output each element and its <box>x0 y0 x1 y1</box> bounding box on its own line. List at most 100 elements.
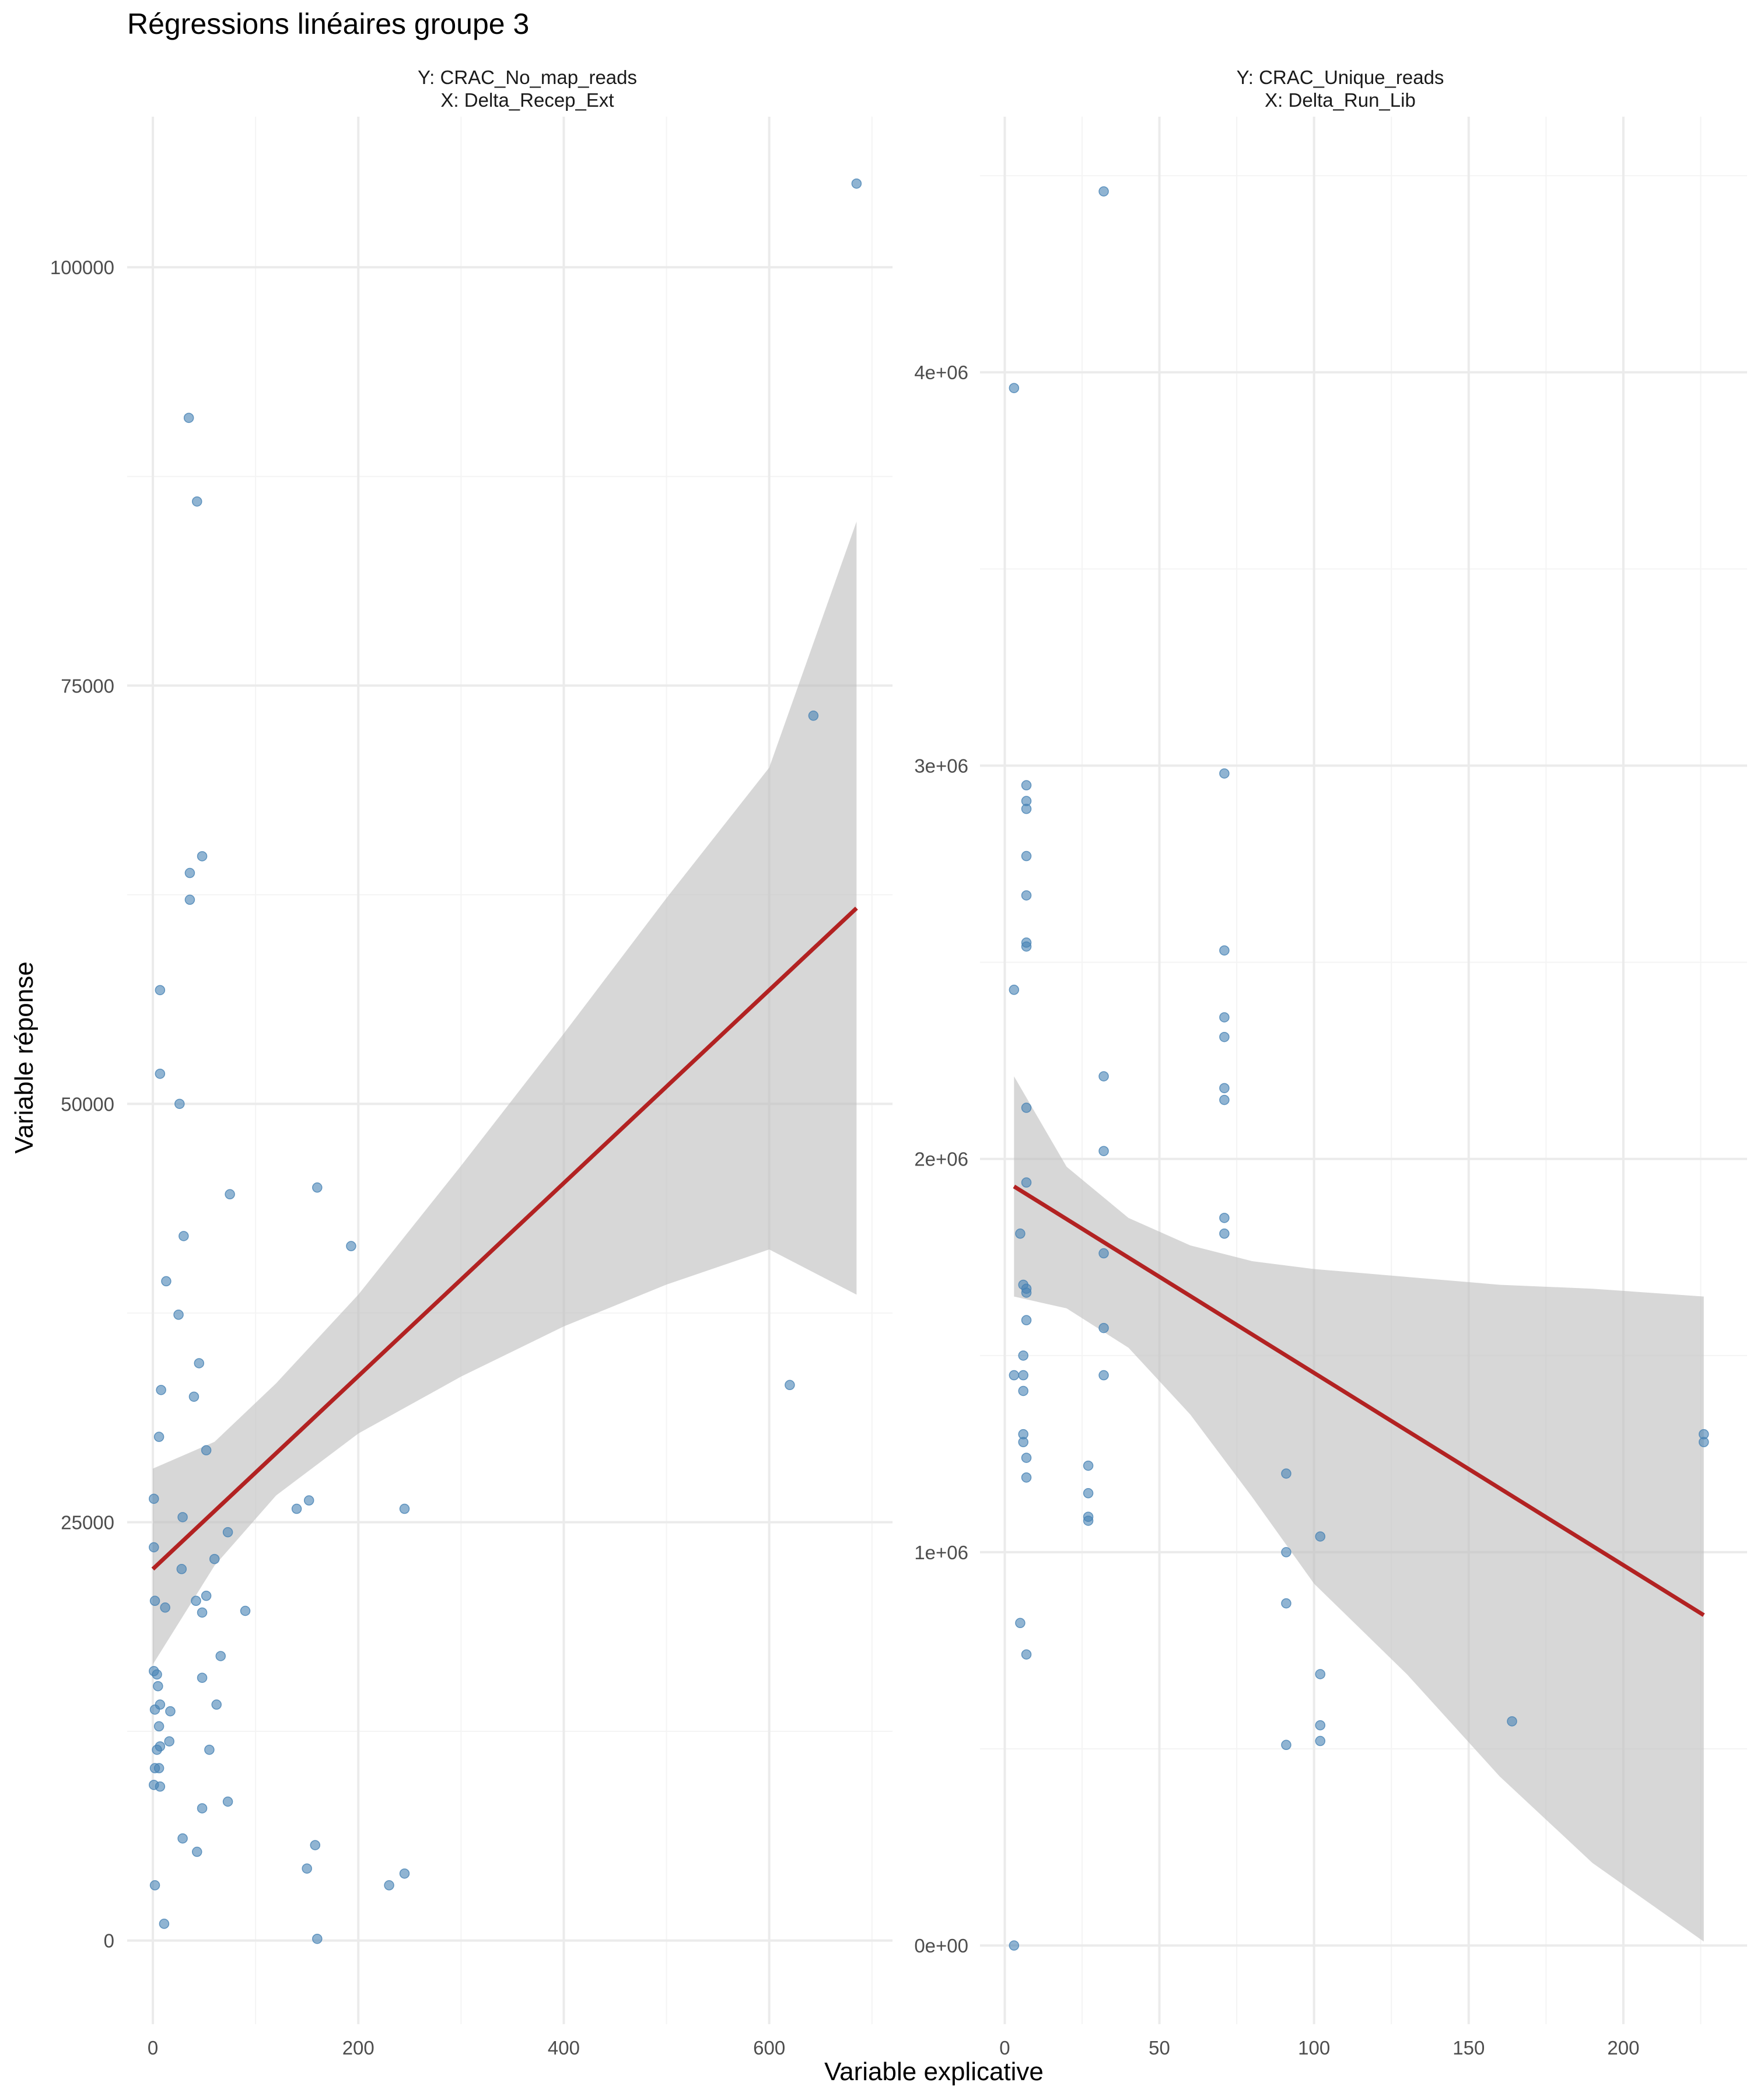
panel-label-y: Y: CRAC_Unique_reads <box>1237 66 1444 88</box>
data-point <box>1021 1315 1032 1325</box>
chart-title: Régressions linéaires groupe 3 <box>127 8 529 40</box>
data-point <box>155 1068 166 1079</box>
data-point <box>1219 1012 1230 1023</box>
data-point <box>184 894 195 905</box>
data-point <box>1021 1177 1032 1188</box>
data-point <box>1098 1146 1109 1156</box>
x-tick-label: 600 <box>753 2037 785 2059</box>
data-point <box>222 1796 233 1807</box>
data-point <box>1021 1287 1032 1298</box>
data-point <box>1098 1370 1109 1381</box>
data-point <box>177 1512 188 1522</box>
data-point <box>197 851 208 862</box>
data-point <box>155 1781 166 1792</box>
data-point <box>346 1241 356 1251</box>
data-point <box>1021 803 1032 814</box>
data-point <box>1083 1460 1094 1471</box>
data-point <box>174 1098 185 1110</box>
data-point <box>1009 1940 1020 1951</box>
data-point <box>160 1602 170 1613</box>
data-point <box>1219 1228 1230 1239</box>
y-tick-label: 0e+00 <box>914 1935 968 1957</box>
data-point <box>1021 850 1032 862</box>
data-point <box>1281 1598 1292 1609</box>
data-point <box>192 1846 202 1857</box>
data-point <box>1098 1322 1109 1334</box>
data-point <box>1219 945 1230 956</box>
data-point <box>149 1493 159 1504</box>
data-point <box>312 1933 323 1944</box>
data-point <box>1219 1213 1230 1223</box>
y-axis-label: Variable réponse <box>10 961 38 1153</box>
panel-label-x: X: Delta_Recep_Ext <box>440 89 614 111</box>
data-point <box>399 1503 410 1514</box>
panel-label-x: X: Delta_Run_Lib <box>1265 89 1416 111</box>
data-point <box>1098 1071 1109 1082</box>
y-tick-label: 25000 <box>61 1511 114 1533</box>
data-point <box>209 1553 220 1564</box>
data-point <box>1021 1452 1032 1463</box>
data-point <box>1018 1437 1028 1447</box>
y-tick-label: 4e+06 <box>914 362 968 383</box>
data-point <box>204 1744 215 1755</box>
y-tick-label: 0 <box>104 1930 114 1952</box>
data-point <box>183 412 194 424</box>
data-point <box>1699 1437 1709 1447</box>
data-point <box>1315 1531 1326 1542</box>
data-point <box>177 1833 188 1844</box>
data-point <box>1021 941 1032 952</box>
data-point <box>201 1590 212 1601</box>
data-point <box>1018 1370 1028 1381</box>
data-point <box>240 1605 251 1616</box>
data-point <box>191 1595 201 1606</box>
data-point <box>152 1744 162 1755</box>
y-tick-label: 3e+06 <box>914 755 968 776</box>
data-point <box>1009 1370 1020 1381</box>
x-tick-label: 50 <box>1149 2037 1170 2059</box>
data-point <box>302 1863 312 1874</box>
y-tick-label: 75000 <box>61 675 114 696</box>
data-point <box>1219 1031 1230 1042</box>
data-point <box>310 1840 321 1850</box>
data-point <box>384 1880 394 1891</box>
x-tick-label: 0 <box>148 2037 158 2059</box>
data-point <box>399 1868 410 1879</box>
x-tick-label: 200 <box>1607 2037 1639 2059</box>
data-point <box>225 1189 235 1200</box>
y-tick-label: 50000 <box>61 1093 114 1115</box>
data-point <box>1315 1720 1326 1731</box>
data-point <box>153 1432 164 1442</box>
data-point <box>1021 1102 1032 1113</box>
data-point <box>1009 985 1020 995</box>
data-point <box>1507 1716 1517 1727</box>
x-axis-label: Variable explicative <box>824 2057 1044 2086</box>
y-tick-label: 100000 <box>50 257 114 278</box>
data-point <box>165 1706 176 1717</box>
regression-line <box>151 907 858 1571</box>
data-point <box>1281 1740 1292 1751</box>
data-point <box>1219 1083 1230 1094</box>
data-point <box>1021 1649 1032 1660</box>
y-tick-label: 2e+06 <box>914 1149 968 1170</box>
confidence-band <box>153 522 857 1665</box>
data-point <box>1098 1248 1109 1259</box>
data-point <box>303 1495 314 1506</box>
regression-line <box>1013 1184 1705 1617</box>
data-point <box>1021 890 1032 901</box>
data-point <box>785 1380 795 1391</box>
data-point <box>1281 1547 1292 1558</box>
data-point <box>851 178 862 189</box>
data-point <box>197 1672 208 1683</box>
data-point <box>153 1681 163 1692</box>
data-point <box>149 1704 160 1715</box>
x-tick-label: 0 <box>999 2037 1010 2059</box>
data-point <box>211 1699 222 1710</box>
data-point <box>161 1276 172 1287</box>
data-point <box>153 1721 164 1732</box>
data-point <box>155 985 166 996</box>
data-point <box>173 1310 184 1320</box>
data-point <box>153 1763 164 1773</box>
